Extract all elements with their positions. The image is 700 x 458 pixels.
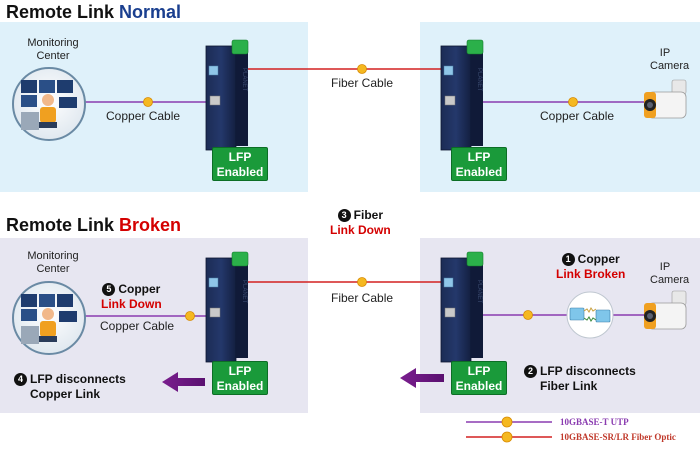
ip-camera-icon-normal (644, 79, 687, 119)
ip-camera-icon-broken (644, 290, 687, 330)
legend-utp-label: 10GBASE-T UTP (560, 417, 629, 427)
normal-title-status: Normal (119, 2, 182, 22)
broken-fiber-label: Fiber Cable (331, 291, 394, 305)
legend-fiber-line (466, 431, 552, 443)
normal-copper-cable-left (82, 97, 213, 107)
normal-camera-label: IP Camera (650, 47, 690, 72)
broken-connector-icon (566, 291, 614, 339)
broken-camera-label: IP Camera (650, 261, 690, 286)
broken-copper-cable-left (82, 311, 213, 321)
monitoring-center-icon-normal (12, 67, 86, 141)
broken-copper-cable-right (452, 310, 650, 320)
step3-number: 3 (337, 209, 351, 222)
media-converter-broken-left: PLANET (205, 251, 249, 363)
monitoring-center-icon-broken (12, 281, 86, 355)
normal-copper-label-left: Copper Cable (106, 109, 181, 123)
svg-text:PLANET: PLANET (476, 280, 482, 304)
broken-monitoring-label: Monitoring Center (27, 250, 79, 275)
step1-number: 1 (561, 253, 575, 266)
broken-fiber-cable (218, 277, 448, 287)
media-converter-normal-left: PLANET (205, 39, 249, 151)
normal-copper-label-right: Copper Cable (540, 109, 615, 123)
step2-number: 2 (524, 365, 537, 378)
broken-title-status: Broken (119, 215, 182, 235)
svg-text:PLANET: PLANET (241, 280, 247, 304)
media-converter-broken-right: PLANET (440, 251, 484, 363)
broken-copper-label-left: Copper Cable (100, 319, 175, 333)
normal-fiber-label: Fiber Cable (331, 76, 394, 90)
svg-text:PLANET: PLANET (241, 68, 247, 92)
svg-text:PLANET: PLANET (476, 68, 482, 92)
media-converter-normal-right: PLANET (440, 39, 484, 151)
step4-number: 4 (14, 373, 27, 386)
legend-fiber-label: 10GBASE-SR/LR Fiber Optic (560, 432, 676, 442)
normal-fiber-cable (218, 64, 448, 74)
normal-monitoring-label: Monitoring Center (27, 37, 79, 62)
arrow-disconnect-copper (162, 372, 205, 392)
arrow-disconnect-fiber (400, 368, 444, 388)
legend-utp-line (466, 416, 552, 428)
step5-number: 5 (102, 283, 116, 296)
normal-copper-cable-right (452, 97, 650, 107)
